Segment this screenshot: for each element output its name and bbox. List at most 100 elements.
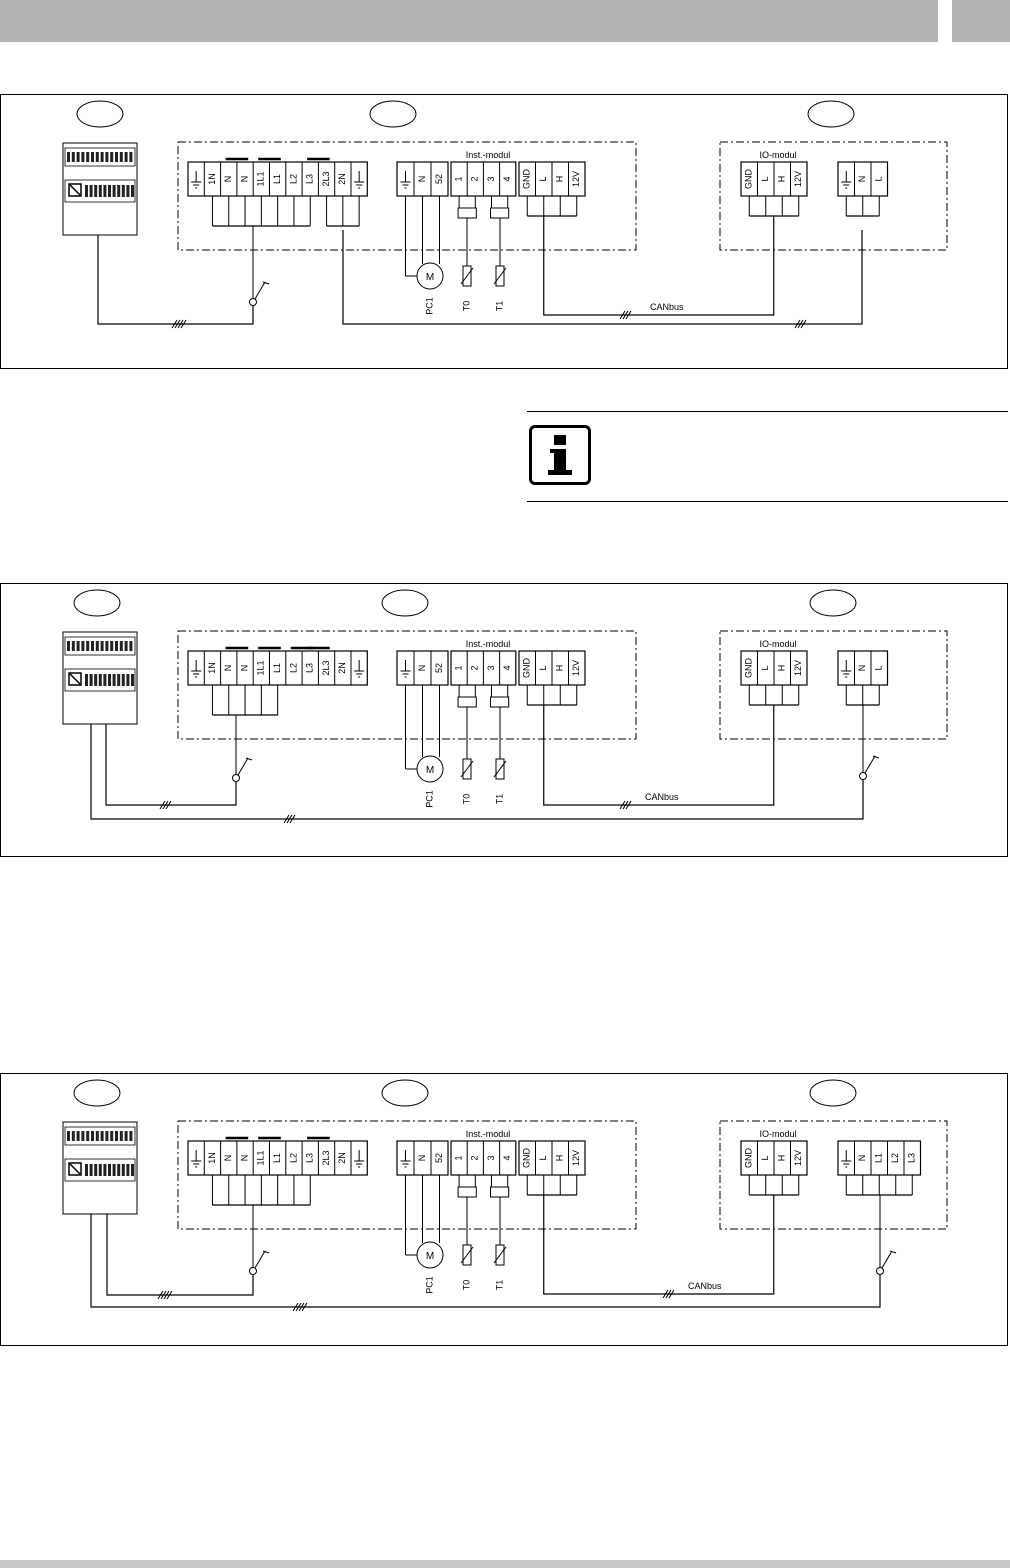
terminal-label: L <box>538 665 548 670</box>
terminal-label: L <box>760 665 770 670</box>
terminal-label: 1N <box>207 662 217 674</box>
terminal-label: 52 <box>434 1153 444 1163</box>
pump-label-pc1: PC1 <box>424 790 434 808</box>
ground-icon <box>191 660 202 678</box>
wire <box>237 757 249 776</box>
terminal-label: 1 <box>453 176 463 181</box>
switch-contact <box>859 772 867 780</box>
canbus-label: CANbus <box>650 302 684 312</box>
ground-icon <box>841 660 852 678</box>
breaker <box>89 1164 93 1176</box>
terminal-label: H <box>777 665 787 672</box>
terminal-label: 1 <box>453 1155 463 1160</box>
breaker <box>76 641 80 651</box>
terminal-label: L <box>538 176 548 181</box>
breaker <box>108 674 111 686</box>
breaker <box>131 674 134 686</box>
inst-module-frame <box>177 141 637 251</box>
terminal-label: GND <box>744 658 754 679</box>
breaker <box>98 1164 102 1176</box>
t0-label: T0 <box>461 301 471 312</box>
feeder-cable <box>90 1214 881 1308</box>
breaker <box>86 152 90 162</box>
t1-lead <box>490 1186 510 1198</box>
breaker-row <box>64 668 136 692</box>
breaker <box>81 641 85 651</box>
breaker <box>91 152 94 162</box>
breaker <box>85 1164 88 1176</box>
terminal-label: GND <box>744 169 754 190</box>
feeder-cable <box>97 235 254 325</box>
main-switch <box>68 672 82 686</box>
wire <box>460 1246 474 1264</box>
callout-oval <box>807 100 855 128</box>
breaker <box>117 1164 121 1176</box>
wire <box>69 673 81 685</box>
diagram-frame <box>0 94 1008 369</box>
distribution-board <box>62 142 138 236</box>
ground-icon <box>400 171 411 189</box>
terminal-label: L <box>874 665 884 670</box>
breaker <box>81 152 85 162</box>
terminal-label: 2N <box>337 662 347 674</box>
breaker <box>117 185 121 197</box>
terminal-label: 12V <box>571 171 581 187</box>
breaker <box>119 1131 123 1141</box>
t0-lead <box>457 696 477 708</box>
pump-label-pc1: PC1 <box>424 1276 434 1294</box>
breaker <box>112 674 116 686</box>
distribution-board <box>62 631 138 725</box>
terminal-label: 4 <box>502 665 512 670</box>
io-module-frame <box>719 630 948 740</box>
terminal-label: N <box>857 665 867 672</box>
terminal-label: L3 <box>305 1153 315 1163</box>
ground-icon <box>400 660 411 678</box>
terminal-label: 1N <box>207 173 217 185</box>
breaker <box>129 152 133 162</box>
terminal-label: 12V <box>571 660 581 676</box>
terminal-label: 2N <box>337 1152 347 1164</box>
terminal-label: L2 <box>288 1153 298 1163</box>
callout-oval <box>809 1079 857 1107</box>
wire <box>889 1250 897 1254</box>
canbus-label: CANbus <box>688 1281 722 1291</box>
breaker <box>89 674 93 686</box>
breaker <box>89 185 93 197</box>
inst-module-label: Inst.-modul <box>466 639 511 649</box>
terminal-label: N <box>223 665 233 672</box>
terminal-label: 1 <box>453 665 463 670</box>
cable-marker <box>791 319 812 329</box>
callout-oval <box>381 589 429 617</box>
feeder-cable <box>106 1214 254 1296</box>
t1-lead <box>490 696 510 708</box>
switch-contact <box>876 1267 884 1275</box>
breaker <box>76 1131 80 1141</box>
breaker <box>95 1131 99 1141</box>
breaker-row <box>64 147 136 167</box>
switch-contact <box>249 298 257 306</box>
diagram-frame <box>0 1073 1008 1346</box>
ground-icon <box>354 171 365 189</box>
t0-lead <box>457 1186 477 1198</box>
breaker <box>115 641 118 651</box>
switch-contact <box>232 774 240 782</box>
terminal-label: 1L1 <box>256 660 266 675</box>
wire <box>245 757 253 761</box>
wire <box>262 281 270 285</box>
terminal-label: L2 <box>288 663 298 673</box>
ground-icon <box>354 660 365 678</box>
feeder-cable <box>90 724 864 820</box>
terminal-label: L <box>874 176 884 181</box>
breaker-row <box>64 1158 136 1182</box>
io-module-label: IO-modul <box>759 639 796 649</box>
terminal-label: L1 <box>874 1153 884 1163</box>
